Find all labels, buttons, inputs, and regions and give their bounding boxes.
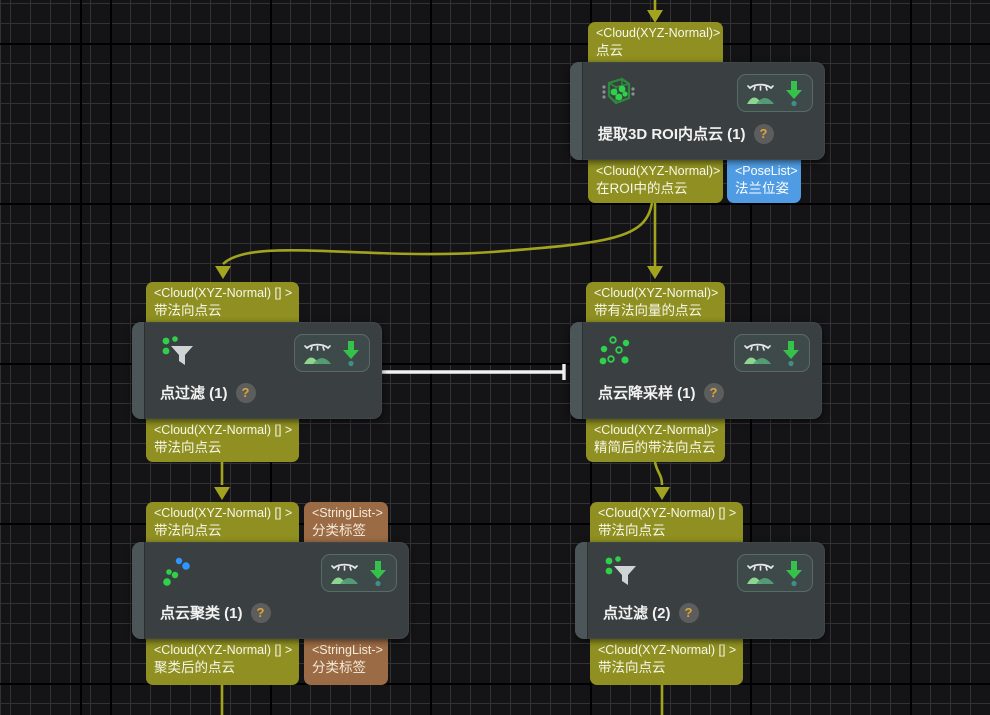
wire-roi-to-filter1[interactable]: [222, 202, 654, 265]
output-port-cloud[interactable]: <Cloud(XYZ-Normal) [] > 带法向点云: [590, 639, 743, 685]
input-port-cloud[interactable]: <Cloud(XYZ-Normal) [] > 带法向点云: [146, 282, 299, 322]
output-port-poselist[interactable]: <PoseList> 法兰位姿: [727, 160, 801, 203]
node-title: 点云聚类 (1): [160, 605, 243, 622]
output-port-cloud[interactable]: <Cloud(XYZ-Normal) [] > 带法向点云: [146, 419, 299, 462]
eye-closed-hill-icon[interactable]: [743, 340, 773, 366]
dots-funnel-icon: [601, 554, 641, 592]
node-toolbar: [737, 554, 813, 592]
node-title: 点过滤 (2): [603, 605, 671, 622]
node-grip[interactable]: [575, 542, 588, 639]
node-toolbar: [321, 554, 397, 592]
port-label: 分类标签: [312, 522, 366, 538]
node-grip[interactable]: [132, 322, 145, 419]
input-port-cloud[interactable]: <Cloud(XYZ-Normal)> 带有法向量的点云: [586, 282, 725, 322]
port-label: 聚类后的点云: [154, 659, 235, 675]
arrowhead: [654, 487, 670, 500]
output-port-cloud[interactable]: <Cloud(XYZ-Normal)> 在ROI中的点云: [588, 160, 723, 203]
port-type: <Cloud(XYZ-Normal)>: [596, 26, 721, 40]
node-grip[interactable]: [570, 322, 583, 419]
port-type: <Cloud(XYZ-Normal) [] >: [154, 643, 293, 657]
cube-points-icon: [596, 74, 636, 112]
arrowhead: [214, 487, 230, 500]
port-type: <Cloud(XYZ-Normal) [] >: [154, 506, 293, 520]
port-label: 带法向点云: [598, 522, 666, 538]
port-type: <Cloud(XYZ-Normal) [] >: [598, 643, 737, 657]
download-arrow-icon[interactable]: [784, 559, 804, 587]
node-title: 提取3D ROI内点云 (1): [598, 126, 746, 143]
download-arrow-icon[interactable]: [781, 339, 801, 367]
download-arrow-icon[interactable]: [368, 559, 388, 587]
output-port-cloud[interactable]: <Cloud(XYZ-Normal)> 精简后的带法向点云: [586, 419, 725, 462]
output-port-cloud[interactable]: <Cloud(XYZ-Normal) [] > 聚类后的点云: [146, 639, 299, 685]
port-type: <StringList->: [312, 506, 383, 520]
node-title: 点过滤 (1): [160, 385, 228, 402]
port-type: <Cloud(XYZ-Normal) [] >: [154, 286, 293, 300]
port-label: 带有法向量的点云: [594, 302, 702, 318]
arrowhead: [647, 10, 663, 23]
port-type: <Cloud(XYZ-Normal)>: [596, 164, 721, 178]
input-port-cloud[interactable]: <Cloud(XYZ-Normal) [] > 带法向点云: [146, 502, 299, 542]
node-extract-3d-roi[interactable]: 提取3D ROI内点云 (1) ?: [570, 62, 825, 160]
input-port-cloud[interactable]: <Cloud(XYZ-Normal)> 点云: [588, 22, 723, 62]
download-arrow-icon[interactable]: [341, 339, 361, 367]
port-label: 带法向点云: [154, 522, 222, 538]
help-badge[interactable]: ?: [703, 382, 724, 403]
node-toolbar: [294, 334, 370, 372]
port-type: <PoseList>: [735, 164, 798, 178]
wire-downsample-to-filter2[interactable]: [653, 461, 664, 486]
node-cluster-1[interactable]: 点云聚类 (1) ?: [132, 542, 409, 639]
input-port-stringlist[interactable]: <StringList-> 分类标签: [304, 502, 388, 542]
port-label: 精简后的带法向点云: [594, 439, 716, 455]
port-type: <Cloud(XYZ-Normal)>: [594, 423, 719, 437]
dots-funnel-icon: [158, 334, 198, 372]
scatter-dots-icon: [596, 334, 636, 372]
node-grip[interactable]: [132, 542, 145, 639]
node-downsample-1[interactable]: 点云降采样 (1) ?: [570, 322, 822, 419]
node-toolbar: [737, 74, 813, 112]
download-arrow-icon[interactable]: [784, 79, 804, 107]
port-type: <Cloud(XYZ-Normal) [] >: [598, 506, 737, 520]
help-badge[interactable]: ?: [235, 382, 256, 403]
node-point-filter-1[interactable]: 点过滤 (1) ?: [132, 322, 382, 419]
node-grip[interactable]: [570, 62, 583, 160]
help-badge[interactable]: ?: [678, 602, 699, 623]
port-type: <Cloud(XYZ-Normal)>: [594, 286, 719, 300]
port-label: 法兰位姿: [735, 180, 789, 196]
port-label: 带法向点云: [154, 439, 222, 455]
node-title: 点云降采样 (1): [598, 385, 696, 402]
output-port-stringlist[interactable]: <StringList-> 分类标签: [304, 639, 388, 685]
node-point-filter-2[interactable]: 点过滤 (2) ?: [575, 542, 825, 639]
port-label: 点云: [596, 42, 623, 58]
eye-closed-hill-icon[interactable]: [330, 560, 360, 586]
port-label: 带法向点云: [154, 302, 222, 318]
eye-closed-hill-icon[interactable]: [303, 340, 333, 366]
input-port-cloud[interactable]: <Cloud(XYZ-Normal) [] > 带法向点云: [590, 502, 743, 542]
eye-closed-hill-icon[interactable]: [746, 80, 776, 106]
arrowhead: [647, 266, 663, 279]
node-toolbar: [734, 334, 810, 372]
port-label: 分类标签: [312, 659, 366, 675]
help-badge[interactable]: ?: [250, 602, 271, 623]
help-badge[interactable]: ?: [753, 123, 774, 144]
port-type: <Cloud(XYZ-Normal) [] >: [154, 423, 293, 437]
arrowhead: [215, 266, 231, 279]
port-type: <StringList->: [312, 643, 383, 657]
eye-closed-hill-icon[interactable]: [746, 560, 776, 586]
port-label: 带法向点云: [598, 659, 666, 675]
cluster-dots-icon: [158, 554, 198, 592]
port-label: 在ROI中的点云: [596, 180, 688, 196]
